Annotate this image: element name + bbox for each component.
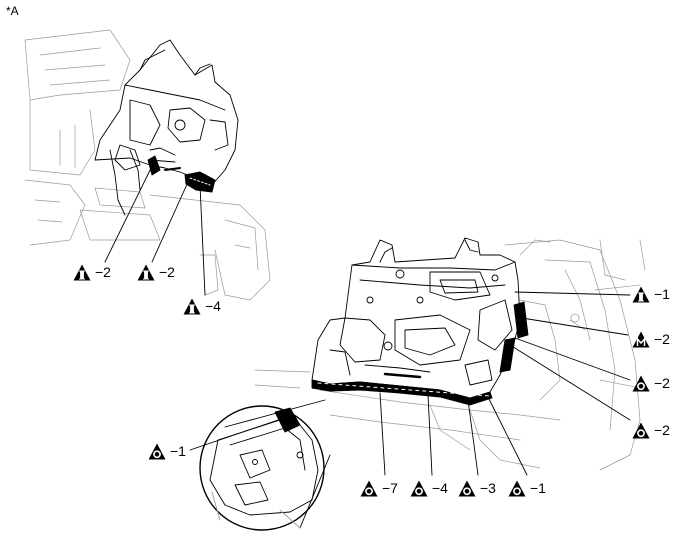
callout-number: −2 — [654, 375, 670, 391]
upper-view-apron-panel — [94, 39, 239, 216]
lower-view-apron-panel — [311, 237, 529, 406]
spot-weld-o-icon — [410, 480, 428, 497]
callout-i-2-left: −2 — [73, 263, 111, 281]
spot-weld-o-icon — [508, 480, 526, 497]
callout-o-7: −7 — [360, 479, 398, 497]
spot-weld-o-icon — [360, 480, 378, 497]
spot-weld-o-icon — [632, 375, 650, 392]
spot-weld-m-icon — [632, 331, 650, 348]
spot-weld-o-icon — [632, 422, 650, 439]
upper-view-background — [24, 29, 271, 301]
callout-o-1: −1 — [508, 479, 546, 497]
spot-weld-i-icon — [137, 264, 155, 281]
callout-number: −2 — [654, 331, 670, 347]
callout-number: −7 — [382, 480, 398, 496]
lower-view-background — [254, 239, 651, 471]
callout-i-1: −1 — [632, 285, 670, 303]
callout-number: −4 — [432, 480, 448, 496]
callout-number: −3 — [480, 480, 496, 496]
callout-number: −1 — [170, 443, 186, 459]
callout-number: −2 — [654, 422, 670, 438]
spot-weld-o-icon — [458, 480, 476, 497]
view-label: *A — [6, 4, 19, 18]
detail-magnifier — [199, 399, 331, 531]
callout-number: −2 — [159, 264, 175, 280]
callout-number: −1 — [530, 480, 546, 496]
callout-o-3: −3 — [458, 479, 496, 497]
callout-number: −1 — [654, 286, 670, 302]
callout-o-2-upper: −2 — [632, 374, 670, 392]
spot-weld-i-icon — [183, 298, 201, 315]
callout-m-2: −2 — [632, 330, 670, 348]
callout-number: −4 — [205, 298, 221, 314]
leader-lines — [104, 159, 631, 476]
callout-i-4: −4 — [183, 297, 221, 315]
spot-weld-i-icon — [632, 286, 650, 303]
spot-weld-i-icon — [73, 264, 91, 281]
callout-i-2-mid: −2 — [137, 263, 175, 281]
callout-o-1-detail: −1 — [148, 442, 186, 460]
spot-weld-o-icon — [148, 443, 166, 460]
callout-number: −2 — [95, 264, 111, 280]
callout-o-2-lower: −2 — [632, 421, 670, 439]
callout-o-4: −4 — [410, 479, 448, 497]
